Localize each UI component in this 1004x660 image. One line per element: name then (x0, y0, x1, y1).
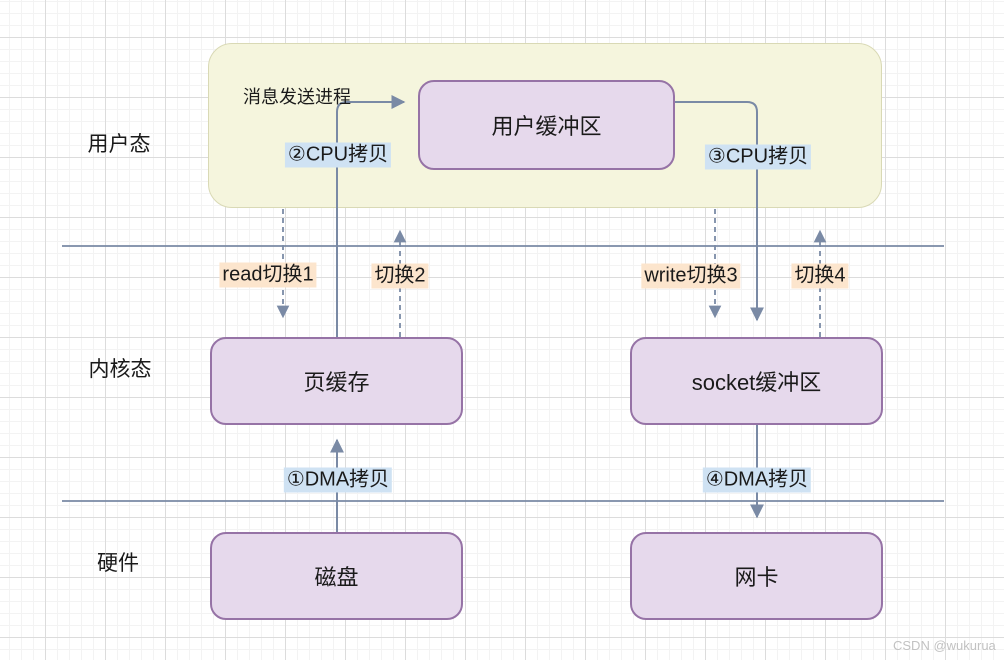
arrow-cpu-copy-3 (675, 101, 764, 322)
node-user-buffer: 用户缓冲区 (418, 80, 675, 170)
layer-label-user-mode: 用户态 (87, 133, 151, 156)
layer-label-kernel-mode: 内核态 (88, 358, 152, 381)
process-label: 消息发送进程 (243, 87, 351, 107)
node-nic-label: 网卡 (734, 565, 779, 590)
node-socket-buffer-label: socket缓冲区 (691, 370, 822, 395)
label-switch-4: 切换4 (791, 263, 849, 289)
layer-label-hardware: 硬件 (97, 552, 139, 575)
node-user-buffer-label: 用户缓冲区 (491, 114, 602, 139)
label-cpu-copy-3: ③CPU拷贝 (704, 144, 812, 170)
node-disk-label: 磁盘 (314, 565, 359, 590)
label-switch-2: 切换2 (371, 263, 429, 289)
label-switch-3: write切换3 (641, 263, 741, 289)
node-socket-buffer: socket缓冲区 (630, 337, 883, 425)
arrow-cpu-copy-2 (336, 95, 406, 337)
label-cpu-copy-2: ②CPU拷贝 (284, 142, 392, 168)
node-nic: 网卡 (630, 532, 883, 620)
label-switch-1: read切换1 (219, 262, 317, 288)
watermark: CSDN @wukurua (893, 638, 996, 653)
label-dma-copy-1: ①DMA拷贝 (283, 467, 393, 493)
node-disk: 磁盘 (210, 532, 463, 620)
node-page-cache-label: 页缓存 (303, 370, 370, 395)
node-page-cache: 页缓存 (210, 337, 463, 425)
label-dma-copy-4: ④DMA拷贝 (702, 467, 812, 493)
